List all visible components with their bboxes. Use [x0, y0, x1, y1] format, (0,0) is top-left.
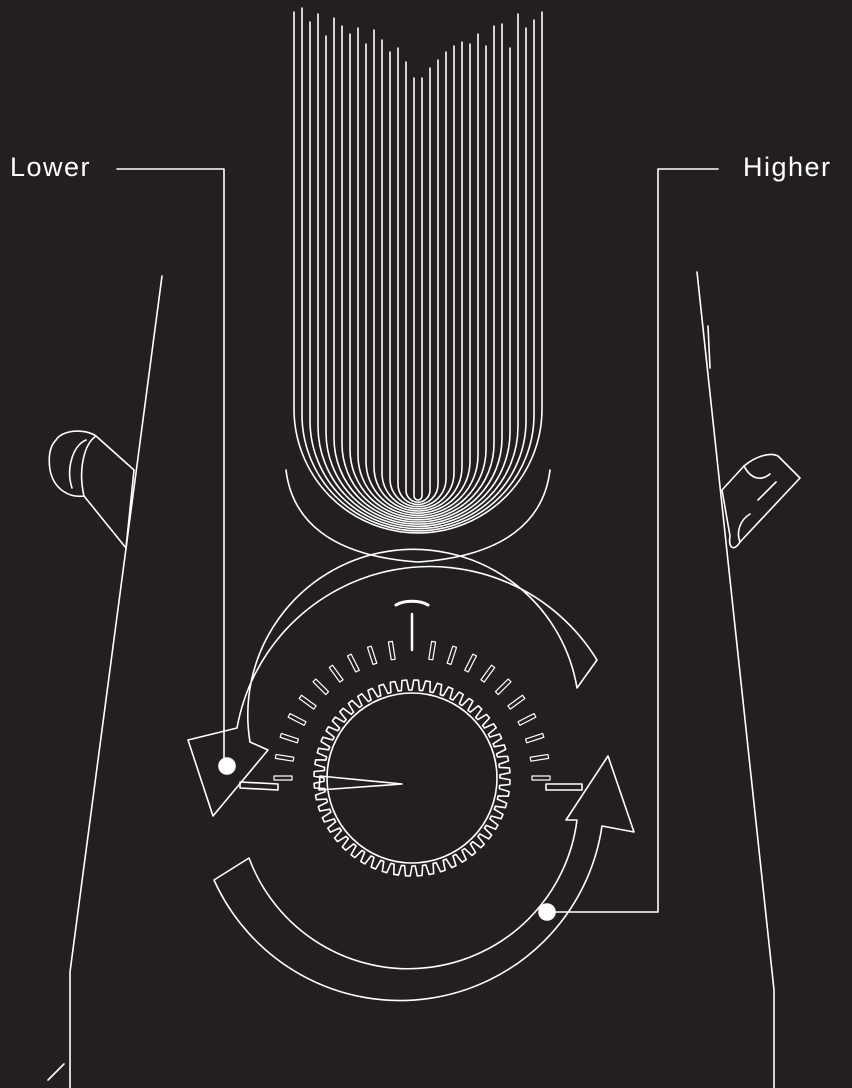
dial-tick: [494, 678, 512, 696]
dial-tick: [328, 664, 344, 683]
dial-tick: [287, 712, 307, 726]
column-line: [317, 13, 519, 528]
dial-tick: [524, 732, 545, 744]
dial-tick: [274, 753, 295, 762]
grinder-column: [285, 7, 551, 563]
higher-label: Higher: [743, 152, 832, 182]
lower-direction-arrow: [187, 548, 598, 817]
column-base: [285, 469, 551, 563]
lower-label: Lower: [10, 152, 92, 182]
dial-tick: [507, 694, 526, 710]
dial-needle: [318, 775, 403, 791]
column-line: [333, 17, 503, 523]
column-line: [341, 25, 495, 521]
higher-leader-line: [538, 168, 719, 921]
column-line: [325, 35, 511, 525]
dial-tick: [446, 645, 458, 666]
dial-tick: [428, 640, 437, 661]
dial-side-pointers: [239, 781, 583, 791]
column-line: [293, 11, 543, 534]
column-line: [357, 27, 479, 517]
dial-tick: [279, 732, 300, 744]
dial-tick: [312, 678, 330, 696]
dial-tick-ring: [273, 640, 551, 781]
right-side-knob: [721, 453, 801, 549]
dial-tick: [531, 775, 551, 781]
housing-outline: [47, 271, 775, 1088]
dial-zero-marker: [394, 599, 430, 652]
dial-tick: [366, 645, 378, 666]
column-line: [301, 7, 535, 532]
column-line: [349, 33, 487, 519]
column-line: [365, 43, 471, 514]
dial-tick: [517, 712, 537, 726]
column-line: [397, 47, 439, 506]
column-line: [381, 39, 455, 510]
dial-tick: [273, 775, 293, 781]
dial-tick: [480, 664, 496, 683]
dial-tick: [298, 694, 317, 710]
column-line: [373, 29, 463, 512]
dial-tick: [529, 753, 550, 762]
column-line: [405, 61, 431, 503]
left-side-knob: [48, 430, 135, 549]
dial-tick: [346, 653, 360, 673]
higher-direction-arrow: [213, 755, 635, 1002]
lower-leader-line: [116, 168, 236, 775]
column-line: [389, 51, 447, 508]
column-line: [413, 77, 423, 501]
inner-gear-wheel: [313, 679, 511, 877]
dial-tick: [464, 653, 478, 673]
dial-tick: [387, 640, 396, 661]
column-line: [309, 21, 527, 530]
